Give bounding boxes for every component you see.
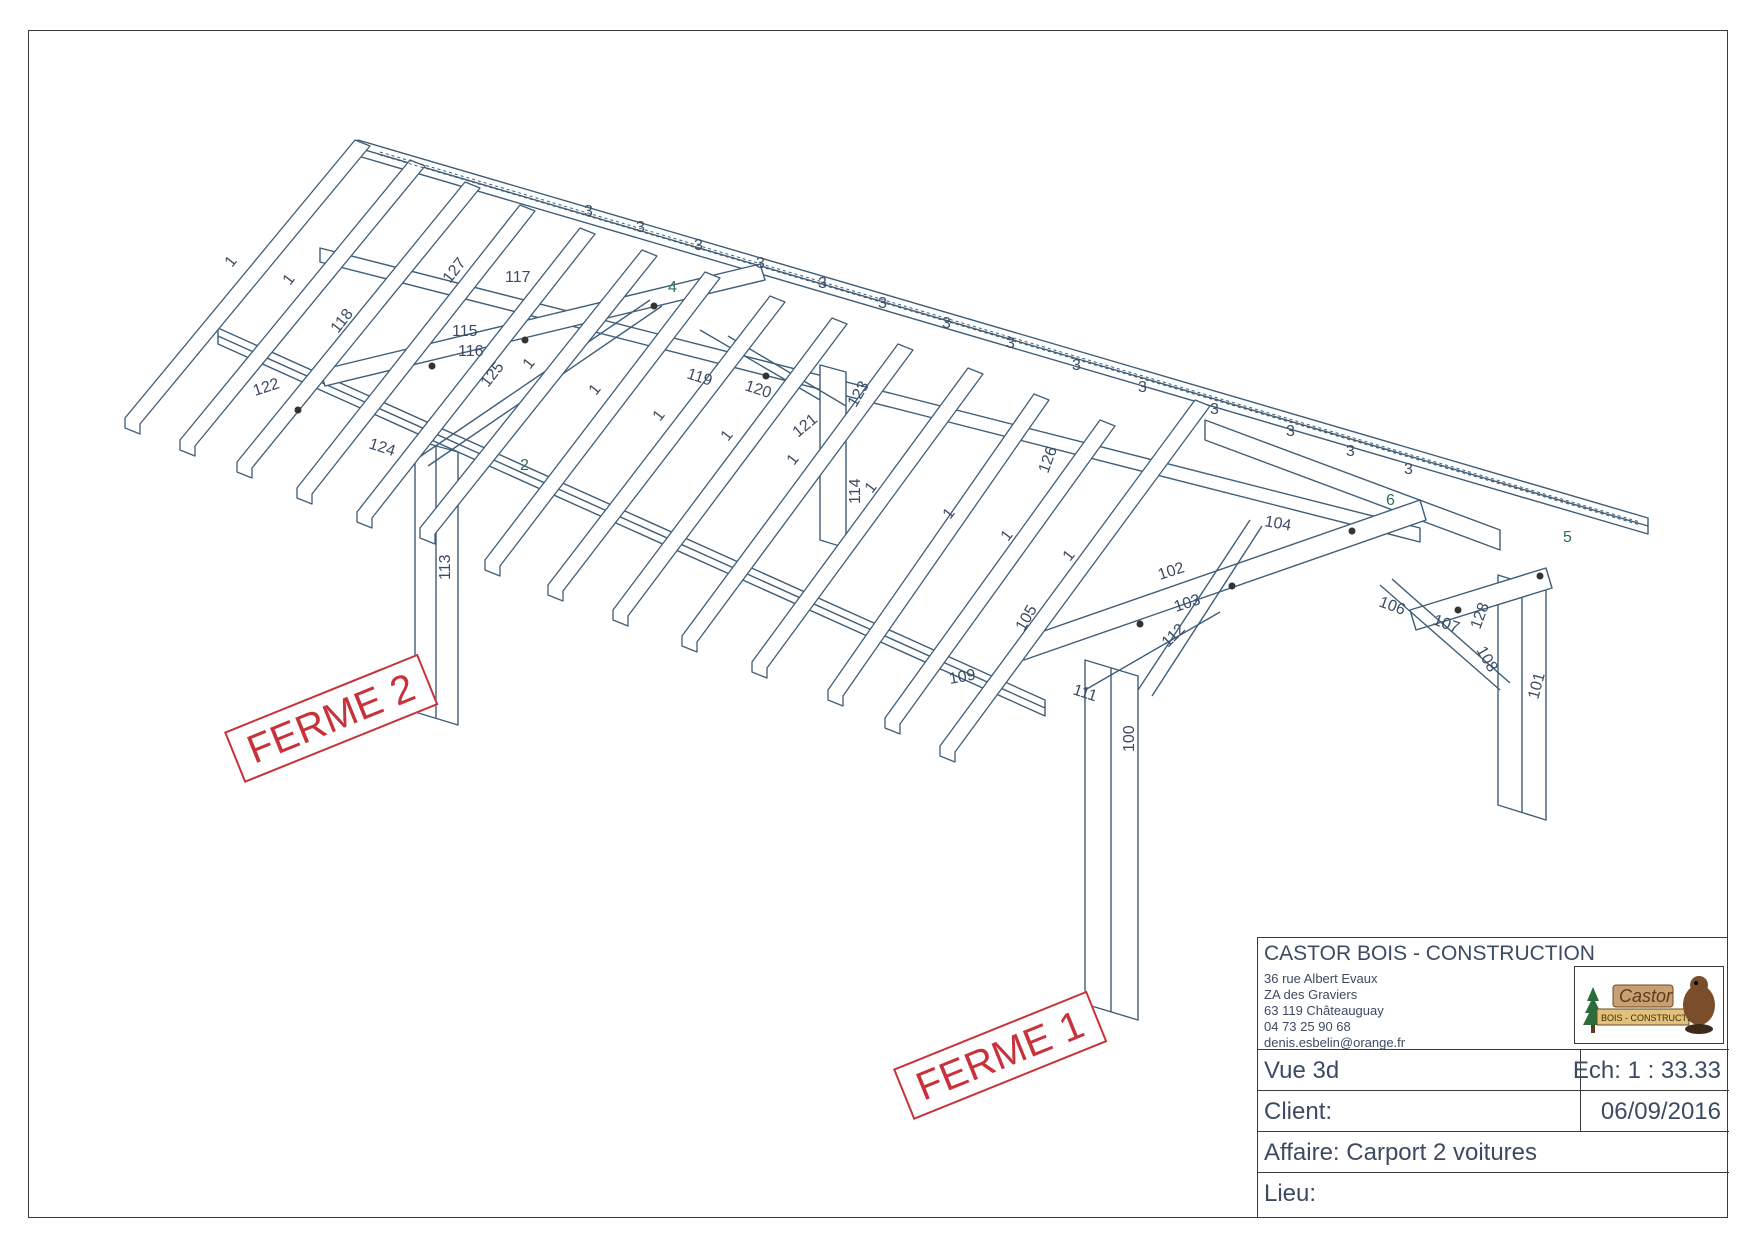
address-line: ZA des Graviers [1264,987,1358,1002]
label-109: 109 [948,667,977,688]
address-line: 36 rue Albert Evaux [1264,971,1378,986]
label-3: 3 [818,275,827,292]
address-line: denis.esbelin@orange.fr [1264,1035,1406,1050]
client-row: Client: 06/09/2016 [1258,1091,1729,1132]
label-6: 6 [1386,492,1395,509]
label-3: 3 [584,203,593,220]
address-line: 04 73 25 90 68 [1264,1019,1351,1034]
client-label: Client: [1264,1098,1333,1125]
scale-label: Ech: 1 : 33.33 [1572,1057,1721,1084]
label-3: 3 [1138,379,1147,396]
label-3: 3 [1210,401,1219,418]
label-1: 1 [650,407,669,425]
affaire-label: Affaire: Carport 2 voitures [1264,1139,1538,1166]
svg-text:Castor: Castor [1619,986,1673,1006]
drawing-frame [28,30,1728,1218]
tie-beam-ferme-1 [1017,499,1553,661]
label-1: 1 [586,381,605,399]
label-120: 120 [743,378,774,402]
divider [1580,1091,1581,1132]
label-104: 104 [1263,513,1292,534]
divider [1580,1050,1581,1091]
label-121: 121 [790,411,821,441]
label-126: 126 [1036,444,1061,475]
rafters [124,139,1211,763]
label-102: 102 [1156,559,1187,583]
lieu-label: Lieu: [1264,1180,1317,1207]
green-labels: 2 4 5 6 [520,279,1572,546]
lieu-row: Lieu: [1258,1173,1729,1219]
back-plate [1204,419,1501,551]
label-113: 113 [437,554,454,580]
label-2: 2 [520,457,529,474]
label-3: 3 [878,295,887,312]
label-122: 122 [251,375,282,399]
label-115: 115 [452,323,478,340]
label-1: 1 [280,271,299,289]
bolts [294,302,1544,628]
svg-text:BOIS - CONSTRUCTION: BOIS - CONSTRUCTION [1601,1013,1703,1023]
label-3: 3 [636,219,645,236]
view-row: Vue 3d Ech: 1 : 33.33 [1258,1050,1729,1091]
label-106: 106 [1377,594,1408,619]
date-label: 06/09/2016 [1600,1098,1721,1125]
label-1: 1 [520,355,539,373]
label-124: 124 [367,436,398,460]
label-3: 3 [1286,423,1295,440]
ridge-tiles [379,151,1641,526]
label-4: 4 [668,279,677,296]
label-114: 114 [847,478,864,504]
ridge-tile-labels: 3 3 3 3 3 3 3 3 3 3 3 3 3 3 [584,203,1413,478]
company-address: 36 rue Albert Evaux ZA des Graviers 63 1… [1264,971,1405,1051]
label-116: 116 [458,343,484,360]
castor-logo-icon: Castor BOIS - CONSTRUCTION [1583,976,1715,1034]
label-1: 1 [718,427,737,445]
label-3: 3 [942,315,951,332]
castor-logo: Castor BOIS - CONSTRUCTION [1574,966,1724,1044]
affaire-row: Affaire: Carport 2 voitures [1258,1132,1729,1173]
label-3: 3 [694,237,703,254]
view-label: Vue 3d [1264,1057,1340,1084]
label-117: 117 [505,269,531,286]
label-3: 3 [1072,357,1081,374]
label-3: 3 [1346,443,1355,460]
title-block: CASTOR BOIS - CONSTRUCTION 36 rue Albert… [1257,937,1729,1219]
company-block: CASTOR BOIS - CONSTRUCTION 36 rue Albert… [1258,938,1729,1050]
company-name: CASTOR BOIS - CONSTRUCTION [1264,942,1595,965]
label-1: 1 [784,451,803,469]
label-119: 119 [685,366,715,390]
label-3: 3 [756,255,765,272]
label-100: 100 [1121,725,1138,752]
label-5: 5 [1563,529,1572,546]
label-1: 1 [222,253,241,271]
label-101: 101 [1525,671,1548,701]
label-3: 3 [1006,335,1015,352]
address-line: 63 119 Châteauguay [1264,1003,1384,1018]
label-111: 111 [1071,682,1099,706]
brace-ferme-1 [1084,519,1511,697]
label-3: 3 [1404,461,1413,478]
post-100 [1084,659,1139,1021]
